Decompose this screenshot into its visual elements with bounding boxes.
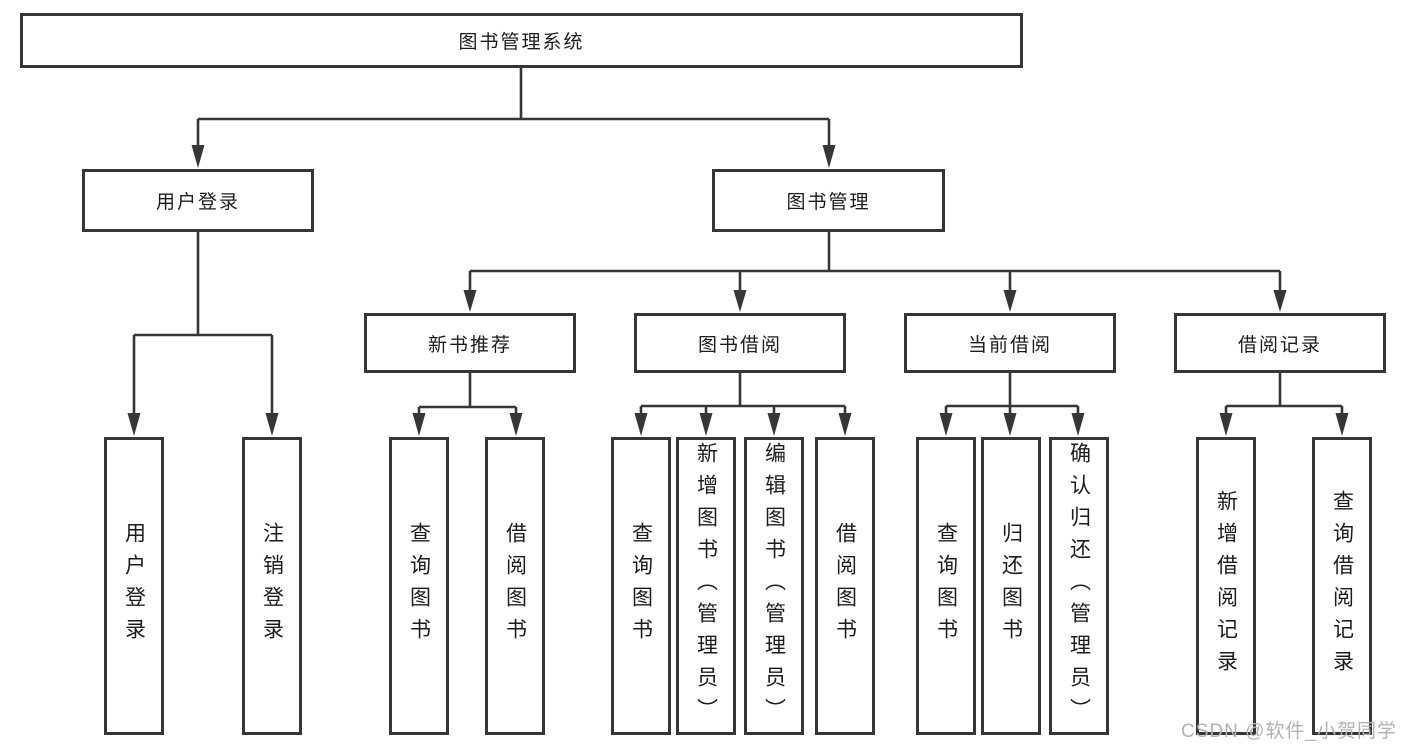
node-book-borrow: 图书借阅 [634, 313, 846, 373]
leaf-add-borrow-record-label: 新增借阅记录 [1214, 490, 1238, 682]
node-book-management-label: 图书管理 [786, 192, 871, 213]
leaf-logout-label: 注销登录 [260, 522, 284, 650]
leaf-logout: 注销登录 [242, 437, 302, 735]
leaf-user-login: 用户登录 [104, 437, 164, 735]
leaf-recommend-query-books-label: 查询图书 [407, 522, 431, 650]
leaf-query-borrow-record-label: 查询借阅记录 [1330, 490, 1354, 682]
leaf-borrow-query-books: 查询图书 [611, 437, 671, 735]
leaf-recommend-borrow-books: 借阅图书 [485, 437, 545, 735]
leaf-edit-books-admin: 编辑图书（管理员） [744, 437, 804, 735]
leaf-confirm-return-admin: 确认归还（管理员） [1049, 437, 1109, 735]
csdn-watermark: CSDN @软件_小贺同学 [1181, 721, 1397, 742]
leaf-borrow-query-books-label: 查询图书 [629, 522, 653, 650]
leaf-recommend-query-books: 查询图书 [389, 437, 449, 735]
leaf-add-books-admin: 新增图书（管理员） [676, 437, 736, 735]
node-root: 图书管理系统 [20, 13, 1023, 68]
leaf-borrow-books-label: 借阅图书 [833, 522, 857, 650]
leaf-add-books-admin-label: 新增图书（管理员） [694, 442, 718, 730]
node-current-borrow-label: 当前借阅 [967, 334, 1052, 356]
node-user-login: 用户登录 [82, 169, 314, 232]
leaf-return-books: 归还图书 [981, 437, 1041, 735]
leaf-user-login-label: 用户登录 [122, 522, 146, 650]
leaf-add-borrow-record: 新增借阅记录 [1196, 437, 1256, 735]
leaf-edit-books-admin-label: 编辑图书（管理员） [762, 442, 786, 730]
leaf-current-query-books-label: 查询图书 [934, 522, 958, 650]
node-borrow-records: 借阅记录 [1174, 313, 1386, 373]
node-root-label: 图书管理系统 [458, 32, 585, 53]
node-borrow-records-label: 借阅记录 [1237, 334, 1322, 356]
leaf-borrow-books: 借阅图书 [815, 437, 875, 735]
node-new-book-recommend-label: 新书推荐 [427, 334, 512, 356]
node-book-management: 图书管理 [712, 169, 945, 232]
leaf-confirm-return-admin-label: 确认归还（管理员） [1067, 442, 1091, 730]
leaf-query-borrow-record: 查询借阅记录 [1312, 437, 1372, 735]
node-new-book-recommend: 新书推荐 [364, 313, 576, 373]
leaf-current-query-books: 查询图书 [916, 437, 976, 735]
node-current-borrow: 当前借阅 [904, 313, 1116, 373]
node-book-borrow-label: 图书借阅 [697, 334, 782, 356]
leaf-recommend-borrow-books-label: 借阅图书 [503, 522, 527, 650]
leaf-return-books-label: 归还图书 [999, 522, 1023, 650]
node-user-login-label: 用户登录 [155, 192, 240, 213]
